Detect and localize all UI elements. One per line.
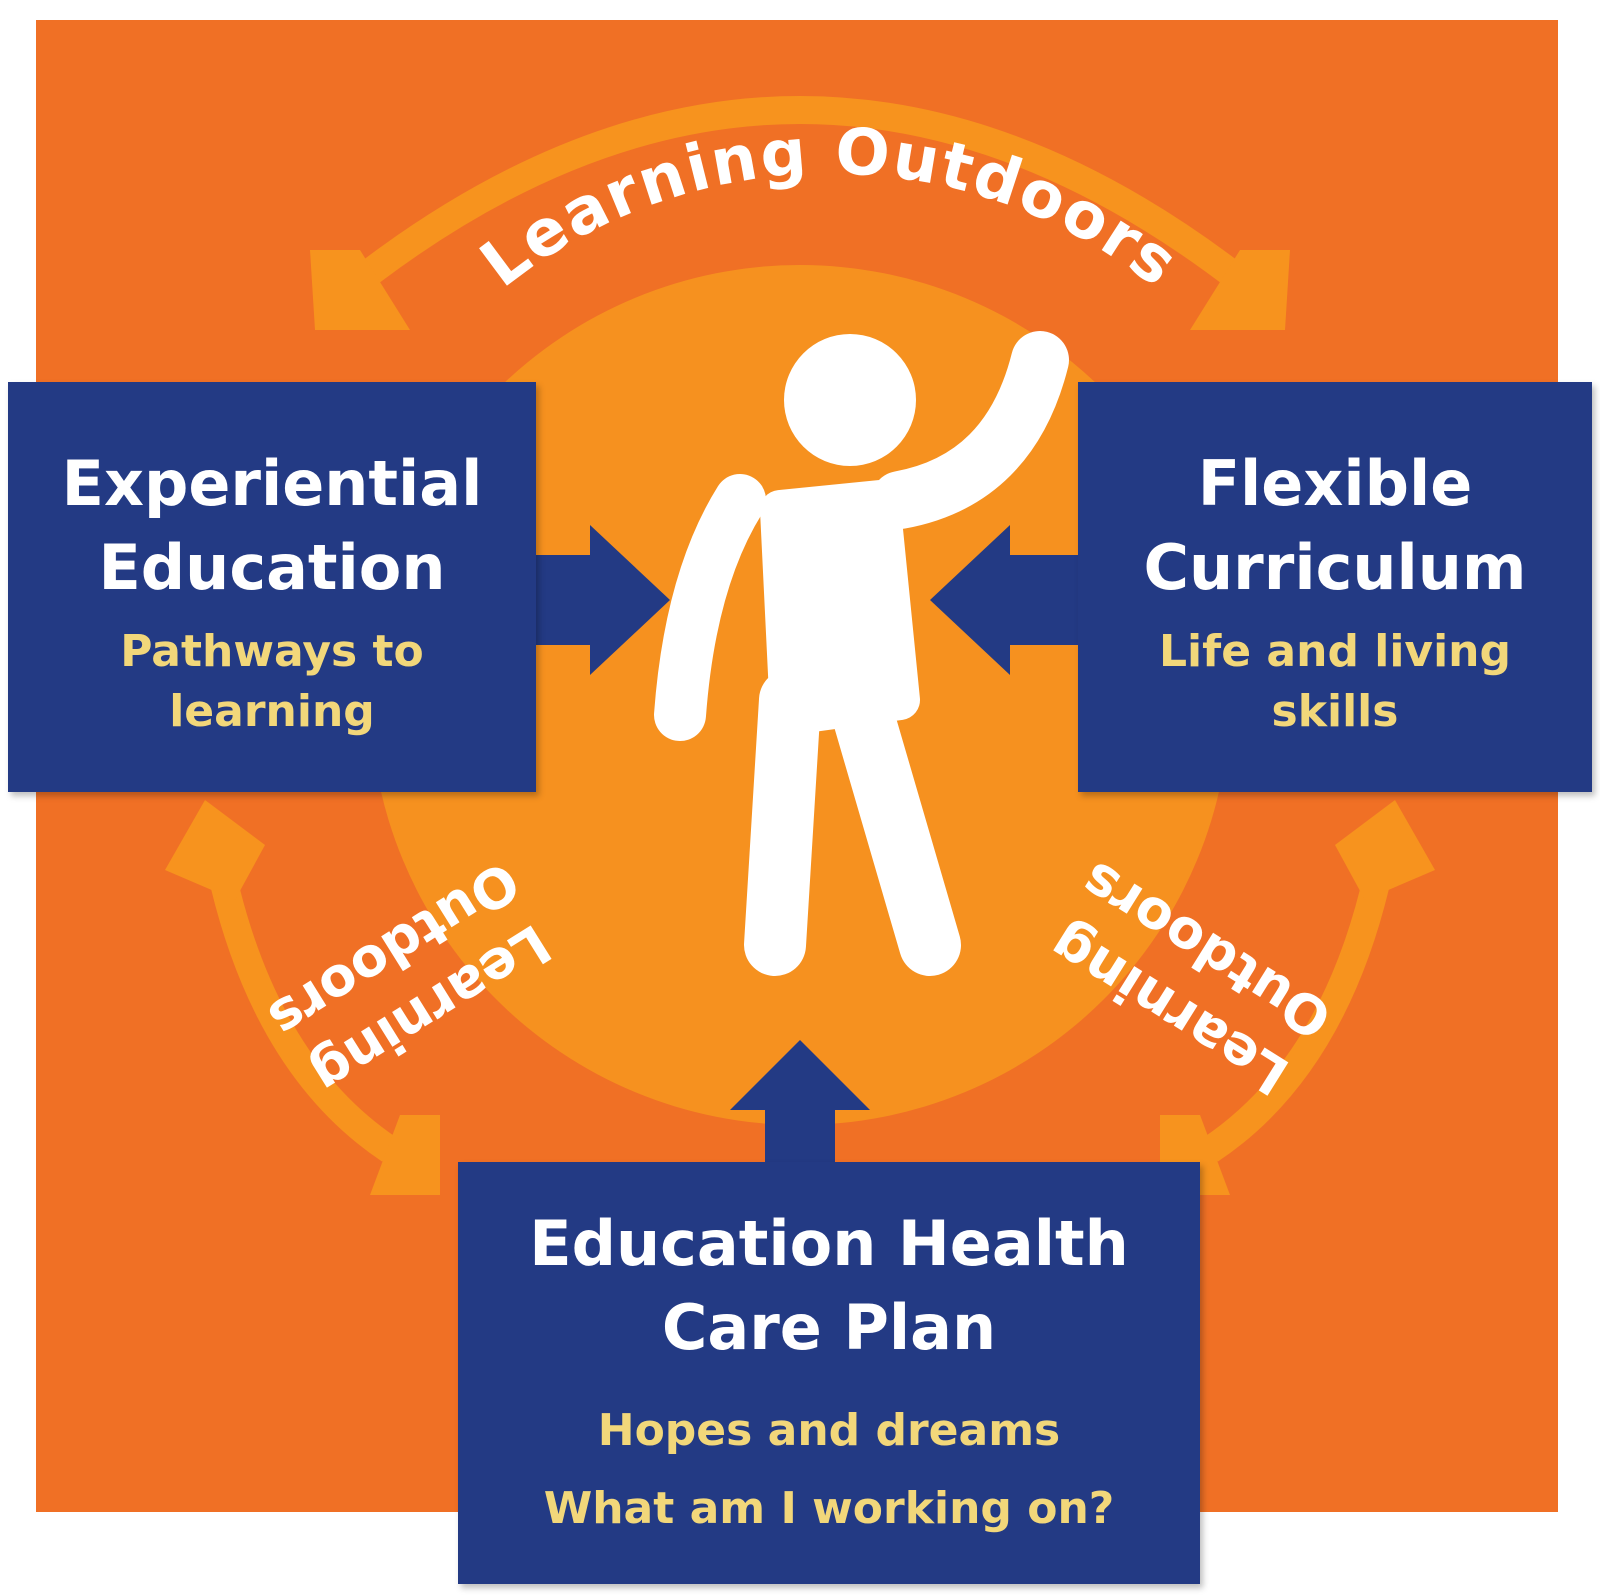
left-arrowhead-top [165,800,265,900]
box-subtitle: Hopes and dreams What am I working on? [458,1392,1200,1548]
bottom-inward-arrow [730,1040,870,1170]
subtitle-line: Pathways to [120,626,424,677]
flexible-curriculum-box: Flexible Curriculum Life and living skil… [1078,382,1592,792]
top-arrowhead-right [1190,250,1290,330]
subtitle-line: Hopes and dreams [597,1405,1061,1456]
title-line: Care Plan [661,1291,997,1364]
subtitle-line: What am I working on? [543,1483,1115,1534]
subtitle-line: skills [1271,686,1399,737]
education-health-care-plan-box: Education Health Care Plan Hopes and dre… [458,1162,1200,1584]
title-line: Education [98,531,446,604]
top-arrowhead-left [310,250,410,330]
person-waving-icon [654,331,1069,976]
title-line: Curriculum [1143,531,1527,604]
left-inward-arrow [520,525,670,675]
subtitle-line: learning [169,686,375,737]
title-line: Flexible [1197,447,1473,520]
subtitle-line: Life and living [1159,626,1511,677]
right-arrowhead-top [1335,800,1435,900]
box-subtitle: Pathways to learning [8,622,536,742]
box-title: Experiential Education [8,442,536,610]
right-inward-arrow [930,525,1080,675]
box-title: Flexible Curriculum [1078,442,1592,610]
box-title: Education Health Care Plan [458,1202,1200,1370]
left-arrowhead-bottom [370,1115,440,1195]
title-line: Education Health [529,1207,1129,1280]
experiential-education-box: Experiential Education Pathways to learn… [8,382,536,792]
box-subtitle: Life and living skills [1078,622,1592,742]
top-cycle-arrow [351,96,1249,292]
title-line: Experiential [61,447,483,520]
